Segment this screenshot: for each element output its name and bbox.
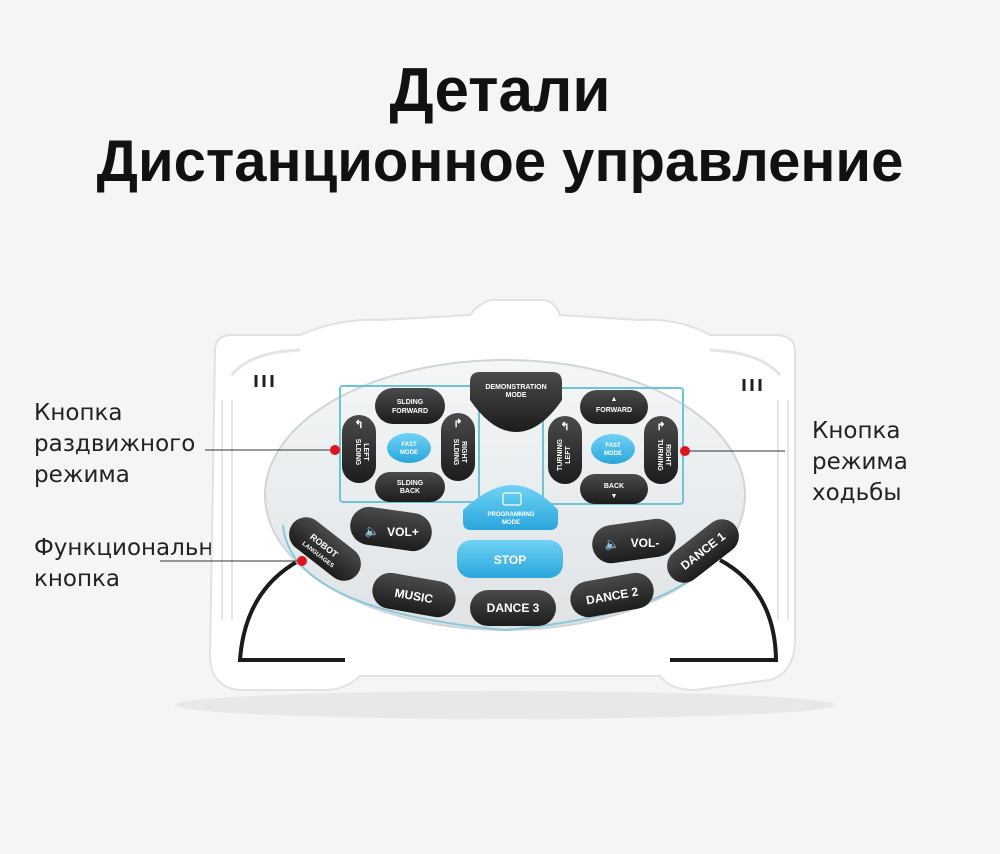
sliding-forward-button[interactable]: SLDING FORWARD xyxy=(375,388,445,424)
forward-label: FORWARD xyxy=(596,407,632,414)
sliding-right-label-2: RIGHT xyxy=(460,441,467,464)
forward-arrow-icon: ▲ xyxy=(611,396,618,403)
speaker-minus-icon: 🔈 xyxy=(605,537,620,551)
turning-right-button[interactable]: ↱ TURNING RIGHT xyxy=(644,416,678,484)
callout-sliding-line-3: режима xyxy=(34,462,130,488)
callout-sliding-mode: Кнопка раздвижного режима xyxy=(34,398,195,491)
lower-left-curve xyxy=(237,558,345,662)
sliding-back-button[interactable]: SLDING BACK xyxy=(375,472,445,502)
sliding-right-label-1: SLDING xyxy=(452,439,459,466)
marker-sliding xyxy=(330,445,340,455)
sliding-back-label-1: SLDING xyxy=(397,480,424,487)
callout-function-line-1: Функциональная xyxy=(34,535,242,561)
sliding-forward-label-1: SLDING xyxy=(397,399,424,406)
callout-walking-line-2: режима xyxy=(812,449,908,475)
dance-3-button[interactable]: DANCE 3 xyxy=(470,590,556,626)
vent-marks-left xyxy=(254,375,274,387)
callout-function-line-2: кнопка xyxy=(34,566,121,592)
vol-minus-label: VOL- xyxy=(631,536,660,550)
title-remote-control: Дистанционное управление xyxy=(96,129,904,194)
music-label: MUSIC xyxy=(394,586,435,607)
title-details: Детали xyxy=(389,56,611,125)
vol-minus-button[interactable]: 🔈 VOL- xyxy=(590,516,678,565)
sliding-left-label-2: LEFT xyxy=(362,443,369,461)
floor-shadow xyxy=(175,691,835,719)
turning-right-arrow-icon: ↱ xyxy=(656,421,665,433)
sliding-right-arrow-icon: ↱ xyxy=(453,418,462,430)
vol-plus-button[interactable]: 🔈 VOL+ xyxy=(348,504,434,553)
turning-left-label-2: LEFT xyxy=(565,446,572,464)
vol-plus-label: VOL+ xyxy=(387,525,419,539)
music-button[interactable]: MUSIC xyxy=(370,570,459,620)
sliding-back-label-2: BACK xyxy=(400,488,420,495)
sliding-forward-label-2: FORWARD xyxy=(392,408,428,415)
turning-left-arrow-icon: ↰ xyxy=(560,421,569,433)
callout-walking-line-3: ходьбы xyxy=(812,480,902,506)
keyboard-icon xyxy=(502,492,522,506)
programming-mode-button[interactable]: PROGRAMMING MODE xyxy=(463,485,558,530)
turning-right-label-2: RIGHT xyxy=(664,444,671,467)
programming-label-1: PROGRAMMING xyxy=(488,512,535,518)
turning-left-label-1: TURNING xyxy=(557,439,564,471)
fast-mode-left-label-1: FAST xyxy=(401,442,417,448)
back-label: BACK xyxy=(604,483,624,490)
callout-walking-mode: Кнопка режима ходьбы xyxy=(812,416,908,509)
back-button[interactable]: BACK ▼ xyxy=(580,474,648,504)
back-arrow-icon: ▼ xyxy=(611,493,618,500)
callout-function-button: Функциональная кнопка xyxy=(34,533,241,595)
stop-button[interactable]: STOP xyxy=(457,540,563,578)
callout-sliding-line-2: раздвижного xyxy=(34,431,196,457)
sliding-left-label-1: SLDING xyxy=(354,439,361,466)
sliding-right-button[interactable]: ↱ SLDING RIGHT xyxy=(441,413,475,481)
fast-mode-left-label-2: MODE xyxy=(400,450,418,456)
sliding-left-arrow-icon: ↰ xyxy=(354,419,363,431)
vent-marks-right xyxy=(742,379,762,391)
demonstration-mode-button[interactable]: DEMONSTRATION MODE xyxy=(470,372,562,432)
programming-label-2: MODE xyxy=(502,520,520,526)
stop-label: STOP xyxy=(494,553,526,567)
fast-mode-right-button[interactable]: FAST MODE xyxy=(591,434,635,464)
demo-label-2: MODE xyxy=(506,392,527,399)
dance-3-label: DANCE 3 xyxy=(487,601,540,615)
turning-left-button[interactable]: ↰ TURNING LEFT xyxy=(548,416,582,484)
marker-function xyxy=(297,556,307,566)
marker-walking xyxy=(680,446,690,456)
demo-label-1: DEMONSTRATION xyxy=(485,384,546,391)
lower-right-curve xyxy=(670,558,779,662)
sliding-left-button[interactable]: ↰ SLDING LEFT xyxy=(342,415,376,483)
fast-mode-right-label-2: MODE xyxy=(604,451,622,457)
fast-mode-left-button[interactable]: FAST MODE xyxy=(387,433,431,463)
forward-button[interactable]: ▲ FORWARD xyxy=(580,390,648,424)
callout-walking-line-1: Кнопка xyxy=(812,418,901,444)
speaker-plus-icon: 🔈 xyxy=(365,524,380,538)
dance-2-button[interactable]: DANCE 2 xyxy=(568,570,657,620)
callout-sliding-line-1: Кнопка xyxy=(34,400,123,426)
turning-right-label-1: TURNING xyxy=(656,439,663,471)
fast-mode-right-label-1: FAST xyxy=(605,443,621,449)
